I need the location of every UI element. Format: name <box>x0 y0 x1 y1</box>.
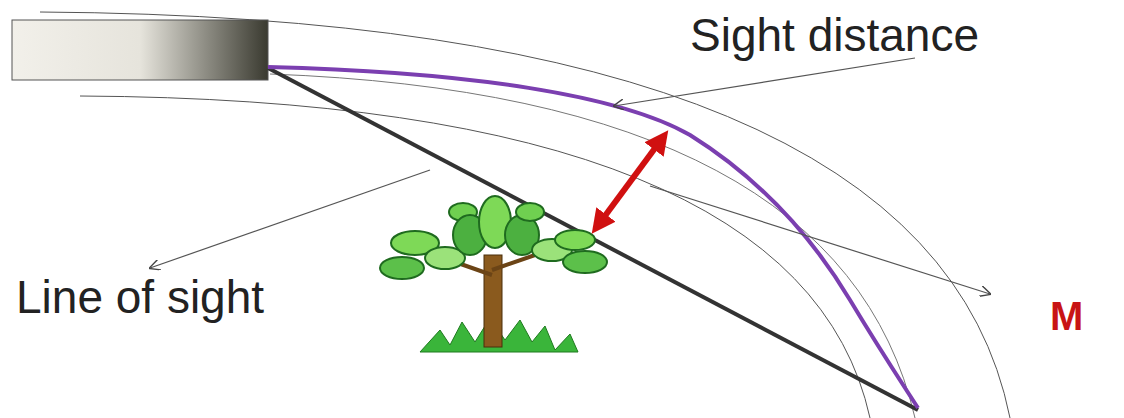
vehicle <box>12 20 268 80</box>
tree <box>380 196 607 352</box>
offset-symbol: M <box>1050 296 1083 336</box>
leader-line <box>150 170 430 268</box>
sight-distance-path <box>268 67 918 408</box>
line-of-sight <box>268 68 918 410</box>
leader-line <box>614 58 915 106</box>
callout-label: Sight distance <box>690 12 979 58</box>
road-centre-arc <box>270 74 915 418</box>
offset-arrow <box>596 136 664 228</box>
callout-label: Line of sight <box>16 274 264 320</box>
road-edge-inner <box>80 96 870 418</box>
leader-line <box>650 186 990 294</box>
